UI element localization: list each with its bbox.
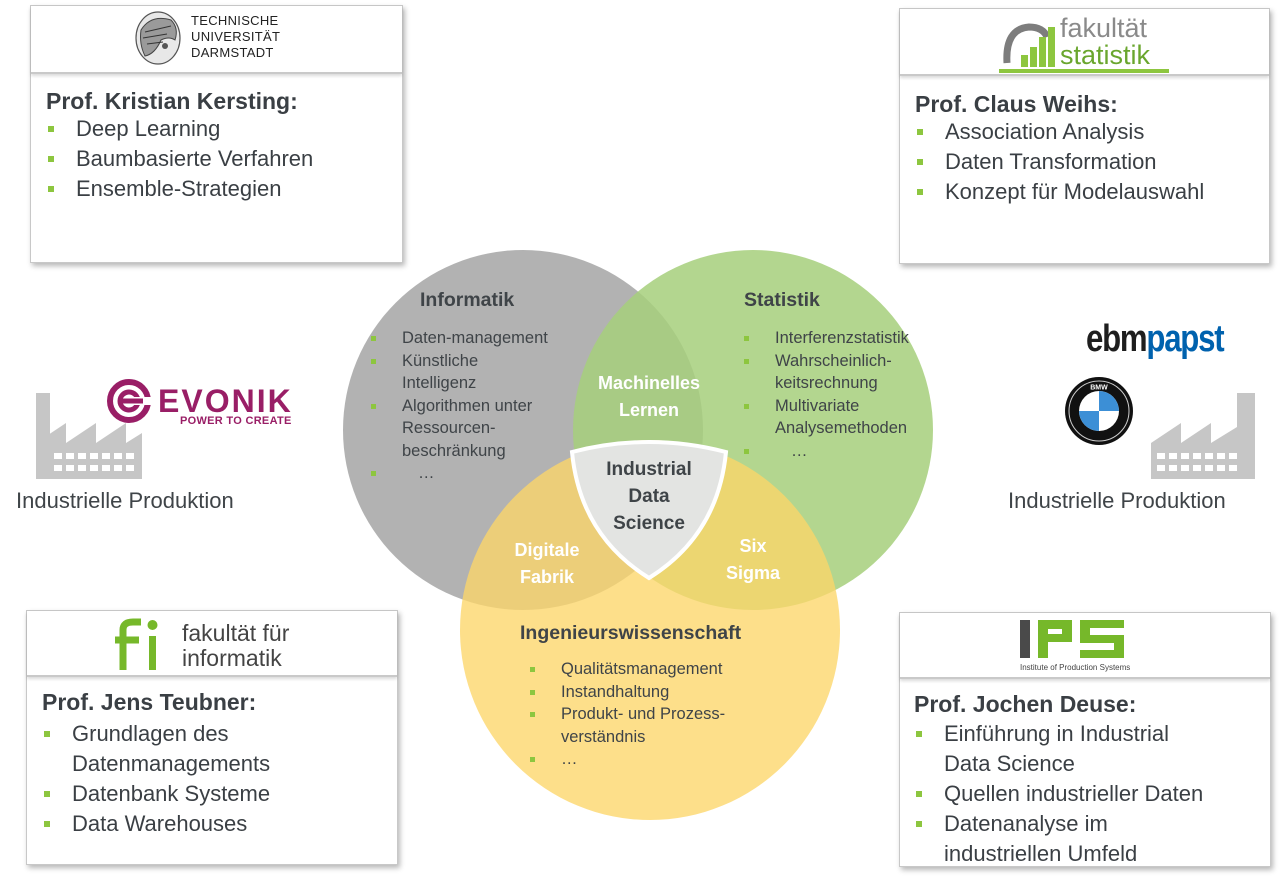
industry-label-right: Industrielle Produktion (1008, 488, 1226, 513)
bmw-logo-icon: BMW (1065, 377, 1133, 445)
statistik-list: Interferenzstatistik Wahrscheinlich-keit… (744, 327, 944, 462)
fi-logo-icon (115, 618, 158, 670)
factory-icon (36, 393, 142, 479)
evonik-logo-icon (107, 379, 153, 423)
ingenieur-title: Ingenieurswissenschaft (520, 622, 742, 644)
statistik-title: Statistik (744, 289, 820, 311)
evonik-tagline: POWER TO CREATE (180, 415, 292, 427)
list-item: Daten Transformation (915, 147, 1204, 177)
list-item: Baumbasierte Verfahren (46, 144, 313, 174)
statistik-logo-text: fakultät statistik (1060, 13, 1151, 70)
list-item: Qualitätsmanagement (530, 658, 780, 681)
ingenieur-list: Qualitätsmanagement Instandhaltung Produ… (530, 658, 780, 771)
statistik-logo-icon (999, 23, 1059, 73)
fi-logo-text: fakultät für informatik (182, 620, 290, 671)
list-item: Interferenzstatistik (744, 327, 944, 350)
list-item: Datenbank Systeme (42, 779, 270, 809)
card-header: Institute of Production Systems (900, 613, 1270, 679)
industry-label-left: Industrielle Produktion (16, 488, 234, 513)
prof-name: Prof. Kristian Kersting: (46, 88, 298, 114)
card-header: fakultät für informatik (27, 611, 397, 677)
list-item: Wahrscheinlich-keitsrechnung (744, 350, 944, 395)
prof-name: Prof. Claus Weihs: (915, 91, 1118, 117)
list-item: … (530, 748, 780, 771)
list-item: Ensemble-Strategien (46, 174, 313, 204)
list-item: Konzept für Modelauswahl (915, 177, 1204, 207)
ips-logo-icon (1020, 620, 1124, 658)
prof-name: Prof. Jochen Deuse: (914, 691, 1137, 717)
athena-logo-icon (135, 11, 181, 65)
circle-ingenieur (460, 440, 840, 820)
list-item: Daten-management (371, 327, 581, 350)
evonik-logo-text: EVONIK (158, 383, 293, 419)
card-header: TECHNISCHE UNIVERSITÄT DARMSTADT (31, 6, 402, 74)
list-item: Association Analysis (915, 117, 1204, 147)
list-item: Deep Learning (46, 114, 313, 144)
list-item: Produkt- und Prozess-verständnis (530, 703, 780, 748)
card-ips: Institute of Production Systems Prof. Jo… (899, 612, 1271, 867)
list-item: Data Warehouses (42, 809, 270, 839)
topic-list: Association Analysis Daten Transformatio… (915, 117, 1204, 207)
list-item: Instandhaltung (530, 681, 780, 704)
tu-logo-text: TECHNISCHE UNIVERSITÄT DARMSTADT (191, 13, 281, 60)
card-fakultaet-statistik: fakultät statistik Prof. Claus Weihs: As… (899, 8, 1270, 264)
list-item: Quellen industrieller Daten (914, 779, 1203, 809)
card-fakultaet-informatik: fakultät für informatik Prof. Jens Teubn… (26, 610, 398, 865)
center-shield (569, 440, 729, 581)
list-item: … (744, 440, 944, 463)
factory-icon (1151, 393, 1255, 479)
prof-name: Prof. Jens Teubner: (42, 689, 257, 715)
ebmpapst-logo: ebmpapst (1086, 318, 1225, 360)
card-tu-darmstadt: TECHNISCHE UNIVERSITÄT DARMSTADT Prof. K… (30, 5, 403, 263)
statistik-logo-underline (999, 69, 1169, 73)
ips-logo-subtitle: Institute of Production Systems (1020, 663, 1131, 672)
bmw-logo-letters: BMW (1090, 385, 1108, 392)
list-item: … (371, 462, 581, 485)
topic-list: Deep Learning Baumbasierte Verfahren Ens… (46, 114, 313, 204)
card-header: fakultät statistik (900, 9, 1269, 76)
informatik-title: Informatik (420, 289, 515, 311)
